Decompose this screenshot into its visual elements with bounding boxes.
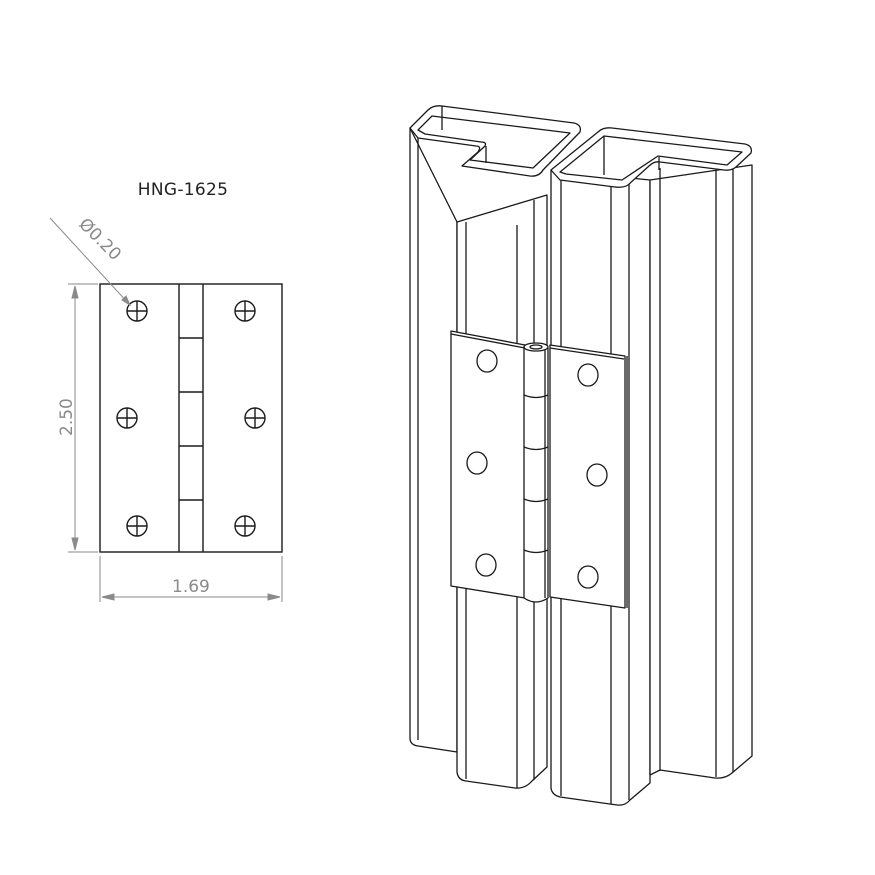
dimension-lines	[49, 217, 283, 602]
right-profile	[550, 127, 753, 806]
screw-hole-icon	[466, 451, 488, 475]
isometric-view	[409, 105, 753, 806]
screw-hole-icon	[126, 515, 148, 537]
height-dimension-label: 2.50	[57, 398, 77, 436]
width-dimension-label: 1.69	[172, 577, 210, 597]
screw-hole-icon	[234, 300, 256, 322]
screw-hole-icon	[234, 515, 256, 537]
screw-hole-icon	[475, 553, 497, 577]
front-view	[99, 283, 283, 553]
screw-hole-icon	[126, 300, 148, 322]
screw-hole-icon	[116, 407, 138, 429]
part-number-title: HNG-1625	[137, 180, 229, 200]
hole-diameter-label: Ø0.20	[74, 214, 124, 264]
screw-hole-icon	[586, 463, 608, 487]
screw-hole-icon	[577, 363, 599, 387]
screw-hole-icon	[577, 565, 599, 589]
screw-hole-icon	[476, 349, 498, 373]
hinge-outline	[99, 283, 283, 553]
screw-hole-icon	[244, 407, 266, 429]
hinge-3d	[450, 330, 628, 609]
